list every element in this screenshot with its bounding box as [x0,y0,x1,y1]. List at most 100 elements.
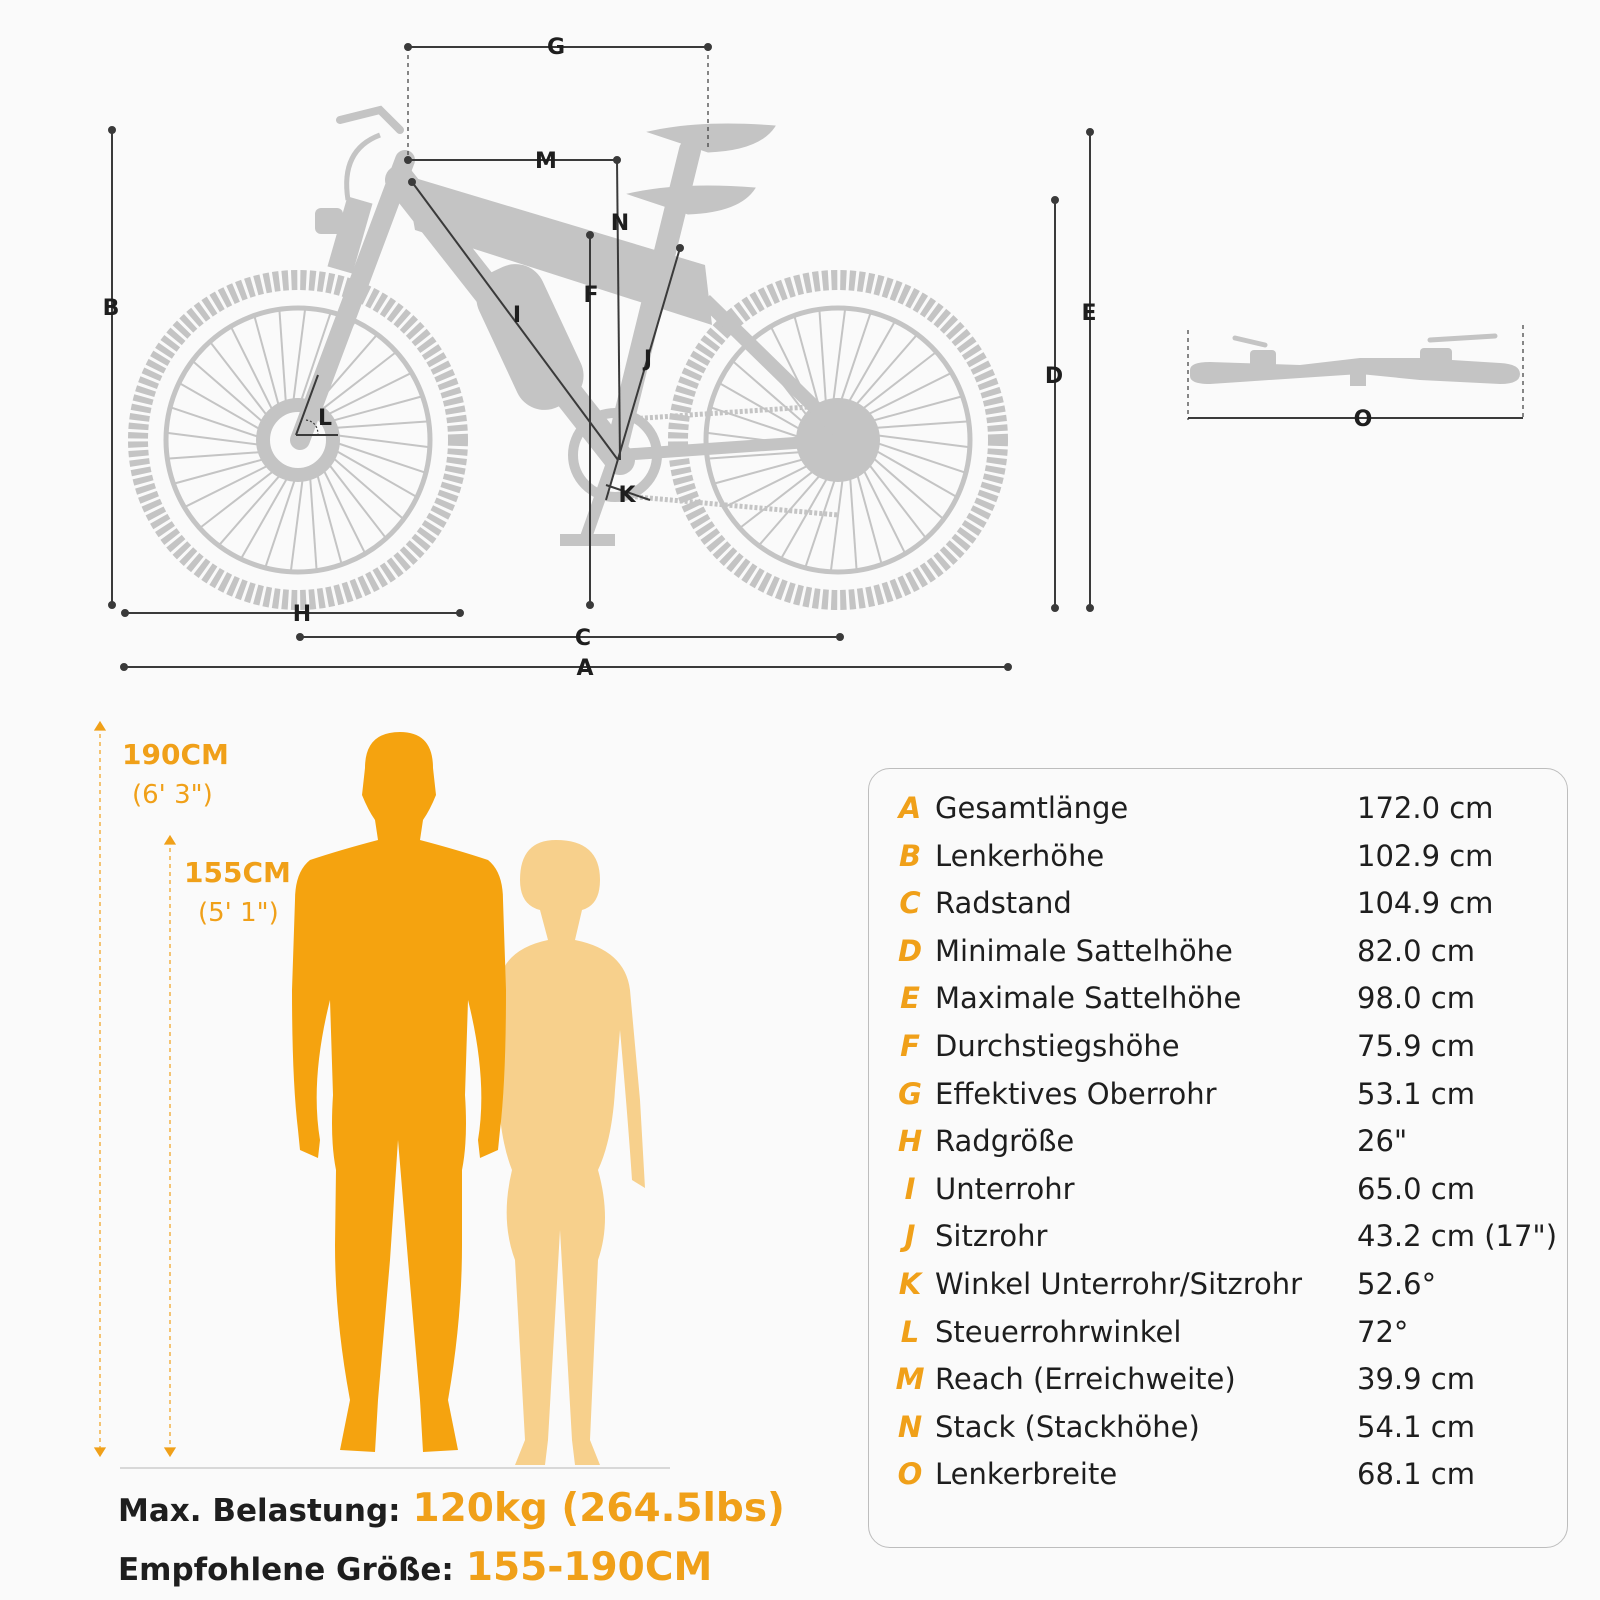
spec-row-f: F Durchstiegshöhe 75.9 cm [869,1029,1567,1076]
label-H: H [293,602,311,627]
spec-name: Lenkerbreite [935,1457,1118,1492]
wheel-spoke [171,406,269,441]
spec-letter: I [904,1171,916,1206]
label-C: C [575,626,591,651]
short-height-cm: 155CM [184,856,291,889]
wheel-spoke [831,310,846,411]
label-A: A [576,656,593,681]
spec-name: Winkel Unterrohr/Sitzrohr [935,1267,1303,1301]
wheel-spoke [867,439,965,474]
wheel-spoke [865,420,967,430]
wheel-spoke [862,395,961,425]
wheel-spoke [853,464,883,563]
spec-letter: K [898,1267,922,1301]
spec-letter: H [897,1124,923,1159]
wheel-spoke [210,342,274,424]
tall-height-cm: 190CM [122,738,229,771]
label-K: K [618,483,636,508]
wheel-spoke [740,464,822,528]
wheel-spoke [837,313,872,411]
spec-value: 82.0 cm [1357,933,1475,968]
spec-value: 65.0 cm [1357,1171,1475,1206]
wheel-spoke [854,352,936,416]
spec-name: Gesamtlänge [935,791,1129,825]
spec-value: 75.9 cm [1357,1029,1475,1063]
label-I: I [513,303,521,328]
female-figure [498,840,645,1465]
wheel-spoke [253,317,283,416]
wheel-spoke [169,450,271,460]
label-B: B [103,296,120,321]
wheel-spoke [842,322,895,412]
wheel-spoke [830,469,845,570]
max-load: Max. Belastung: 120kg (264.5lbs) [118,1486,785,1531]
wheel-spoke [313,464,343,563]
wheel-spoke [711,406,809,441]
wheel-spoke [858,372,951,420]
wheel-spoke [200,464,282,528]
spec-letter: F [900,1029,920,1063]
label-G: G [547,35,565,60]
spec-name: Maximale Sattelhöhe [935,981,1242,1016]
spec-row-k: K Winkel Unterrohr/Sitzrohr 52.6° [869,1267,1567,1314]
spec-letter: D [897,933,923,968]
max-load-value: 120kg (264.5lbs) [412,1486,785,1531]
wheel-spoke [180,383,270,436]
label-O: O [1354,407,1373,432]
wheel-spoke [865,450,943,519]
wheel-spoke [818,311,828,413]
wheel-spoke [193,361,271,430]
label-J: J [642,347,652,372]
wheel-spoke [325,450,403,519]
spec-letter: E [900,981,920,1016]
spec-value: 54.1 cm [1357,1409,1475,1444]
spec-name: Durchstiegshöhe [935,1029,1180,1063]
spec-name: Effektives Oberrohr [935,1076,1217,1111]
spec-name: Reach (Erreichweite) [935,1362,1236,1397]
spec-letter: A [898,791,922,825]
spec-value: 172.0 cm [1357,791,1494,825]
label-N: N [611,211,629,236]
spec-value: 43.2 cm (17") [1357,1219,1558,1254]
bike-geometry-diagram: A B C D E F G H I J K L M N O [103,35,1524,681]
wheel-spoke [759,467,828,545]
wheel-spoke [318,372,411,420]
wheel-spoke [327,439,425,474]
wheel-spoke [804,469,839,567]
spec-letter: M [895,1362,925,1397]
wheel-spoke [318,460,366,553]
spec-value: 104.9 cm [1357,886,1494,921]
spec-letter: B [898,838,922,873]
wheel-spoke [322,395,421,425]
wheel-spoke [862,456,926,538]
wheel-spoke [848,335,917,413]
wheel-spoke [327,433,428,448]
wheel-spoke [264,469,299,567]
wheel-spoke [308,467,318,569]
recommended-size-value: 155-190CM [465,1545,713,1590]
max-load-label: Max. Belastung: [118,1493,401,1529]
wheel-spoke [715,455,814,485]
spec-value: 26" [1357,1124,1408,1159]
wheel-spoke [322,456,386,538]
label-E: E [1081,301,1096,326]
label-M: M [535,149,557,174]
spec-value: 52.6° [1357,1267,1437,1301]
wheel-spoke [175,455,274,485]
wheel-spoke [709,450,811,460]
recommended-size-label: Empfohlene Größe: [118,1552,454,1588]
label-F: F [583,283,598,308]
spec-name: Steuerrohrwinkel [935,1314,1182,1349]
spec-letter: G [898,1076,922,1111]
spec-letter: O [897,1457,923,1492]
recommended-size: Empfohlene Größe: 155-190CM [118,1545,712,1590]
wheel-spoke [314,352,396,416]
spec-letter: N [897,1409,923,1444]
